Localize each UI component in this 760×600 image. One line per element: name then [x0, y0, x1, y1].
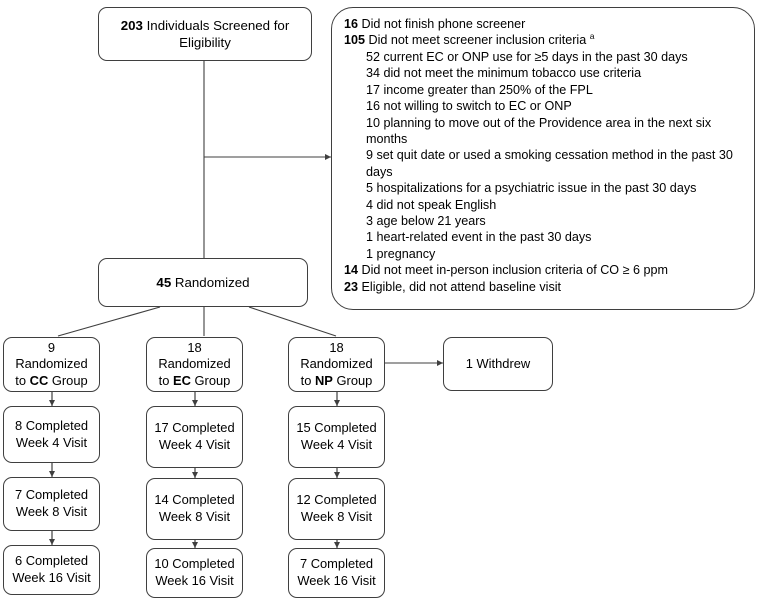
exclusion-count: 14 — [344, 263, 359, 278]
arm-ec-week16-box: 10 Completed Week 16 Visit — [146, 548, 243, 598]
arm-ec-alloc-line1: Randomized — [158, 356, 231, 372]
screened-label: Individuals Screened for Eligibility — [142, 17, 290, 50]
arm-ec-alloc-line2: to EC Group — [158, 372, 231, 388]
exclusion-text: 5 hospitalizations for a psychiatric iss… — [366, 181, 697, 196]
exclusion-line: 14 Did not meet in-person inclusion crit… — [344, 262, 744, 278]
exclusion-line: 4 did not speak English — [344, 197, 744, 213]
arm-np-group-code: NP — [315, 372, 333, 388]
arm-ec-week16-label: 10 Completed Week 16 Visit — [154, 556, 235, 588]
link-randomized-to-cc — [57, 306, 161, 337]
exclusion-line: 5 hospitalizations for a psychiatric iss… — [344, 180, 744, 196]
exclusion-line: 16 not willing to switch to EC or ONP — [344, 98, 744, 114]
exclusion-line: 9 set quit date or used a smoking cessat… — [344, 147, 744, 180]
arm-np-alloc-line2: to NP Group — [300, 372, 373, 388]
arm-np-week16-box: 7 Completed Week 16 Visit — [288, 548, 385, 598]
arm-np-week4-label: 15 Completed Week 4 Visit — [296, 420, 377, 452]
exclusion-line: 3 age below 21 years — [344, 213, 744, 229]
exclusion-line: 16 Did not finish phone screener — [344, 16, 744, 32]
screened-box: 203 Individuals Screened for Eligibility — [98, 7, 312, 61]
screened-count: 203 — [120, 17, 143, 33]
arm-cc-week4-label: 8 Completed Week 4 Visit — [14, 417, 89, 450]
exclusion-text: Did not meet screener inclusion criteria — [365, 33, 590, 48]
arm-np-alloc-line1: Randomized — [300, 356, 373, 372]
exclusion-text: 10 planning to move out of the Providenc… — [366, 115, 712, 146]
exclusion-text: 17 income greater than 250% of the FPL — [366, 82, 593, 97]
arm-ec-group-code: EC — [173, 372, 191, 388]
exclusion-count: 105 — [344, 33, 366, 48]
exclusion-line: 17 income greater than 250% of the FPL — [344, 82, 744, 98]
exclusion-text: 4 did not speak English — [366, 197, 497, 212]
arm-ec-week8-label: 14 Completed Week 8 Visit — [154, 492, 235, 524]
exclusion-text: Did not meet in-person inclusion criteri… — [358, 263, 669, 278]
exclusion-text: 3 age below 21 years — [366, 214, 486, 229]
arm-ec-week4-label: 17 Completed Week 4 Visit — [154, 420, 235, 452]
exclusion-count: 23 — [344, 279, 359, 294]
arm-cc-alloc-line2: to CC Group — [15, 372, 88, 388]
link-randomized-to-np — [248, 306, 337, 337]
exclusion-text: 9 set quit date or used a smoking cessat… — [366, 148, 733, 179]
arm-np-alloc-count: 18 — [329, 339, 344, 355]
randomized-label: Randomized — [171, 274, 250, 290]
arm-cc-week16-label: 6 Completed Week 16 Visit — [12, 553, 91, 585]
arm-cc-week8-label: 7 Completed Week 8 Visit — [14, 487, 89, 519]
arm-cc-week8-box: 7 Completed Week 8 Visit — [3, 477, 100, 531]
arm-cc-group-code: CC — [29, 372, 49, 388]
arm-np-week8-label: 12 Completed Week 8 Visit — [296, 492, 377, 524]
arm-ec-week8-box: 14 Completed Week 8 Visit — [146, 478, 243, 540]
arm-cc-week16-box: 6 Completed Week 16 Visit — [3, 545, 100, 595]
arm-np-week8-box: 12 Completed Week 8 Visit — [288, 478, 385, 540]
arm-cc-alloc-line1: Randomized — [15, 356, 88, 372]
arm-ec-allocation-box: 18 Randomized to EC Group — [146, 337, 243, 392]
exclusion-text: 1 pregnancy — [366, 246, 436, 261]
arm-np-allocation-box: 18 Randomized to NP Group — [288, 337, 385, 392]
exclusion-text: 16 not willing to switch to EC or ONP — [366, 99, 572, 114]
arm-cc-week4-box: 8 Completed Week 4 Visit — [3, 406, 100, 463]
exclusion-footnote-marker: a — [589, 31, 595, 42]
exclusion-text: Eligible, did not attend baseline visit — [358, 279, 562, 294]
exclusion-line: 52 current EC or ONP use for ≥5 days in … — [344, 49, 744, 65]
arm-np-week4-box: 15 Completed Week 4 Visit — [288, 406, 385, 468]
exclusion-text: Did not finish phone screener — [358, 17, 526, 31]
exclusion-text: 52 current EC or ONP use for ≥5 days in … — [366, 49, 688, 64]
withdrew-box: 1 Withdrew — [443, 337, 553, 391]
withdrew-label: 1 Withdrew — [465, 355, 531, 371]
exclusion-text: 34 did not meet the minimum tobacco use … — [366, 66, 642, 81]
exclusion-line: 1 pregnancy — [344, 246, 744, 262]
exclusion-line: 105 Did not meet screener inclusion crit… — [344, 32, 744, 48]
exclusion-line: 1 heart-related event in the past 30 day… — [344, 229, 744, 245]
arm-ec-week4-box: 17 Completed Week 4 Visit — [146, 406, 243, 468]
exclusion-line: 23 Eligible, did not attend baseline vis… — [344, 279, 744, 295]
exclusion-line: 10 planning to move out of the Providenc… — [344, 115, 744, 148]
exclusion-line: 34 did not meet the minimum tobacco use … — [344, 65, 744, 81]
arm-cc-allocation-box: 9 Randomized to CC Group — [3, 337, 100, 392]
arm-np-week16-label: 7 Completed Week 16 Visit — [297, 556, 376, 588]
randomized-count: 45 — [156, 274, 172, 290]
exclusion-count: 16 — [344, 17, 359, 31]
randomized-box: 45 Randomized — [98, 258, 308, 307]
exclusion-text: 1 heart-related event in the past 30 day… — [366, 230, 592, 245]
arm-cc-alloc-count: 9 — [47, 339, 56, 355]
arm-ec-alloc-count: 18 — [187, 339, 202, 355]
